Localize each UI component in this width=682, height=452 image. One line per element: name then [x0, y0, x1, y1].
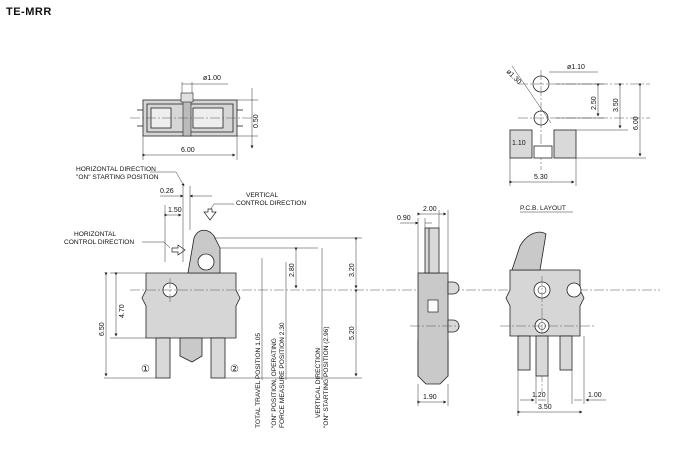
pcb-vert-c-label: 6.00 [633, 116, 640, 130]
pcb-hole-small-label: ø1.10 [567, 64, 585, 71]
pcb-layout-label: P.C.B. LAYOUT [520, 205, 566, 212]
side-view-leg [417, 340, 449, 385]
pcb-hole-large-label: ø1.30 [505, 68, 523, 86]
vertical-direction-arrow-icon [203, 208, 217, 221]
note-on-position-line2: FORCE MEASURE POSITION 2.30 [279, 322, 286, 428]
dim-470-label: 4.70 [119, 304, 126, 318]
note-horizontal-direction: HORIZONTAL DIRECTION [76, 166, 156, 173]
note-vertical-direction-line1: VERTICAL DIRECTION [315, 348, 322, 418]
terminal-1-leg [155, 337, 171, 379]
pcb-pad-right [553, 129, 577, 159]
dim-150-label: 1.50 [168, 207, 182, 214]
dim-100-label: 1.00 [588, 392, 602, 399]
pcb-hole-view: ø1.30 ø1.10 1.10 2.50 3.50 6.00 5.30 [505, 64, 650, 186]
pcb-layout-leg-mid [535, 335, 549, 377]
dim-190-label: 1.90 [423, 394, 437, 401]
top-view: ø1.00 0.50 6.00 [130, 75, 260, 160]
top-view-width-label: 6.00 [181, 147, 195, 154]
front-view-body [141, 272, 241, 339]
dim-350-label: 3.50 [538, 404, 552, 411]
side-view-window [427, 299, 439, 313]
note-on-starting-position: "ON" STARTING POSITION [76, 174, 159, 181]
top-view-height-label: 0.50 [253, 114, 260, 128]
pcb-hole-top [532, 75, 550, 93]
dim-520-label: 5.20 [349, 326, 356, 340]
front-view: HORIZONTAL DIRECTION "ON" STARTING POSIT… [64, 166, 660, 428]
note-total-travel: TOTAL TRAVEL POSITION 1.05 [255, 333, 262, 428]
dim-650-label: 6.50 [99, 322, 106, 336]
terminal-2-marker: ② [230, 364, 239, 375]
dim-320-label: 3.20 [349, 263, 356, 277]
dim-026-label: 0.26 [160, 188, 174, 195]
dim-120-label: 1.20 [532, 392, 546, 399]
terminal-2-leg [210, 337, 226, 379]
note-vertical-direction-line2: "ON" STARTING POSITION (2.96) [323, 326, 330, 428]
top-view-pin [180, 92, 194, 103]
pcb-layout-lever [511, 231, 547, 271]
pcb-layout-body [505, 269, 585, 337]
top-view-pin-dia-label: ø1.00 [203, 75, 221, 82]
side-view-boss-top [447, 281, 460, 295]
pcb-layout-leg-right [559, 335, 573, 371]
pcb-vert-b-label: 3.50 [613, 98, 620, 112]
note-horizontal: HORIZONTAL [74, 231, 116, 238]
pcb-width-label: 5.30 [534, 174, 548, 181]
dim-280-label: 2.80 [289, 263, 296, 277]
terminal-1-marker: ① [141, 364, 150, 375]
dim-200-label: 2.00 [423, 206, 437, 213]
dim-090-label: 0.90 [397, 215, 411, 222]
note-control-direction: CONTROL DIRECTION [236, 200, 306, 207]
pcb-layout-view: P.C.B. LAYOUT 1.20 1.00 3.50 [500, 205, 606, 416]
front-view-center-boss [179, 337, 203, 363]
pcb-vert-a-label: 2.50 [591, 96, 598, 110]
pcb-pad-center [533, 145, 553, 159]
pcb-pad-label: 1.10 [512, 140, 526, 147]
drawing-title: TE-MRR [6, 6, 52, 18]
pcb-layout-hole-right [566, 282, 582, 298]
note-on-position-line1: "ON" POSITION, OPERATING [271, 338, 278, 428]
side-view-boss-bottom [447, 319, 460, 333]
front-view-pivot [197, 253, 215, 271]
note-horizontal-control: CONTROL DIRECTION [64, 239, 134, 246]
pcb-layout-leg-left [517, 335, 531, 371]
pcb-pad-left [509, 129, 533, 159]
side-view-actuator [424, 227, 440, 274]
horizontal-direction-arrow-icon [171, 244, 186, 256]
pcb-hole-mid [533, 110, 549, 126]
note-vertical: VERTICAL [246, 192, 278, 199]
side-view: 0.90 2.00 1.90 [397, 206, 460, 406]
